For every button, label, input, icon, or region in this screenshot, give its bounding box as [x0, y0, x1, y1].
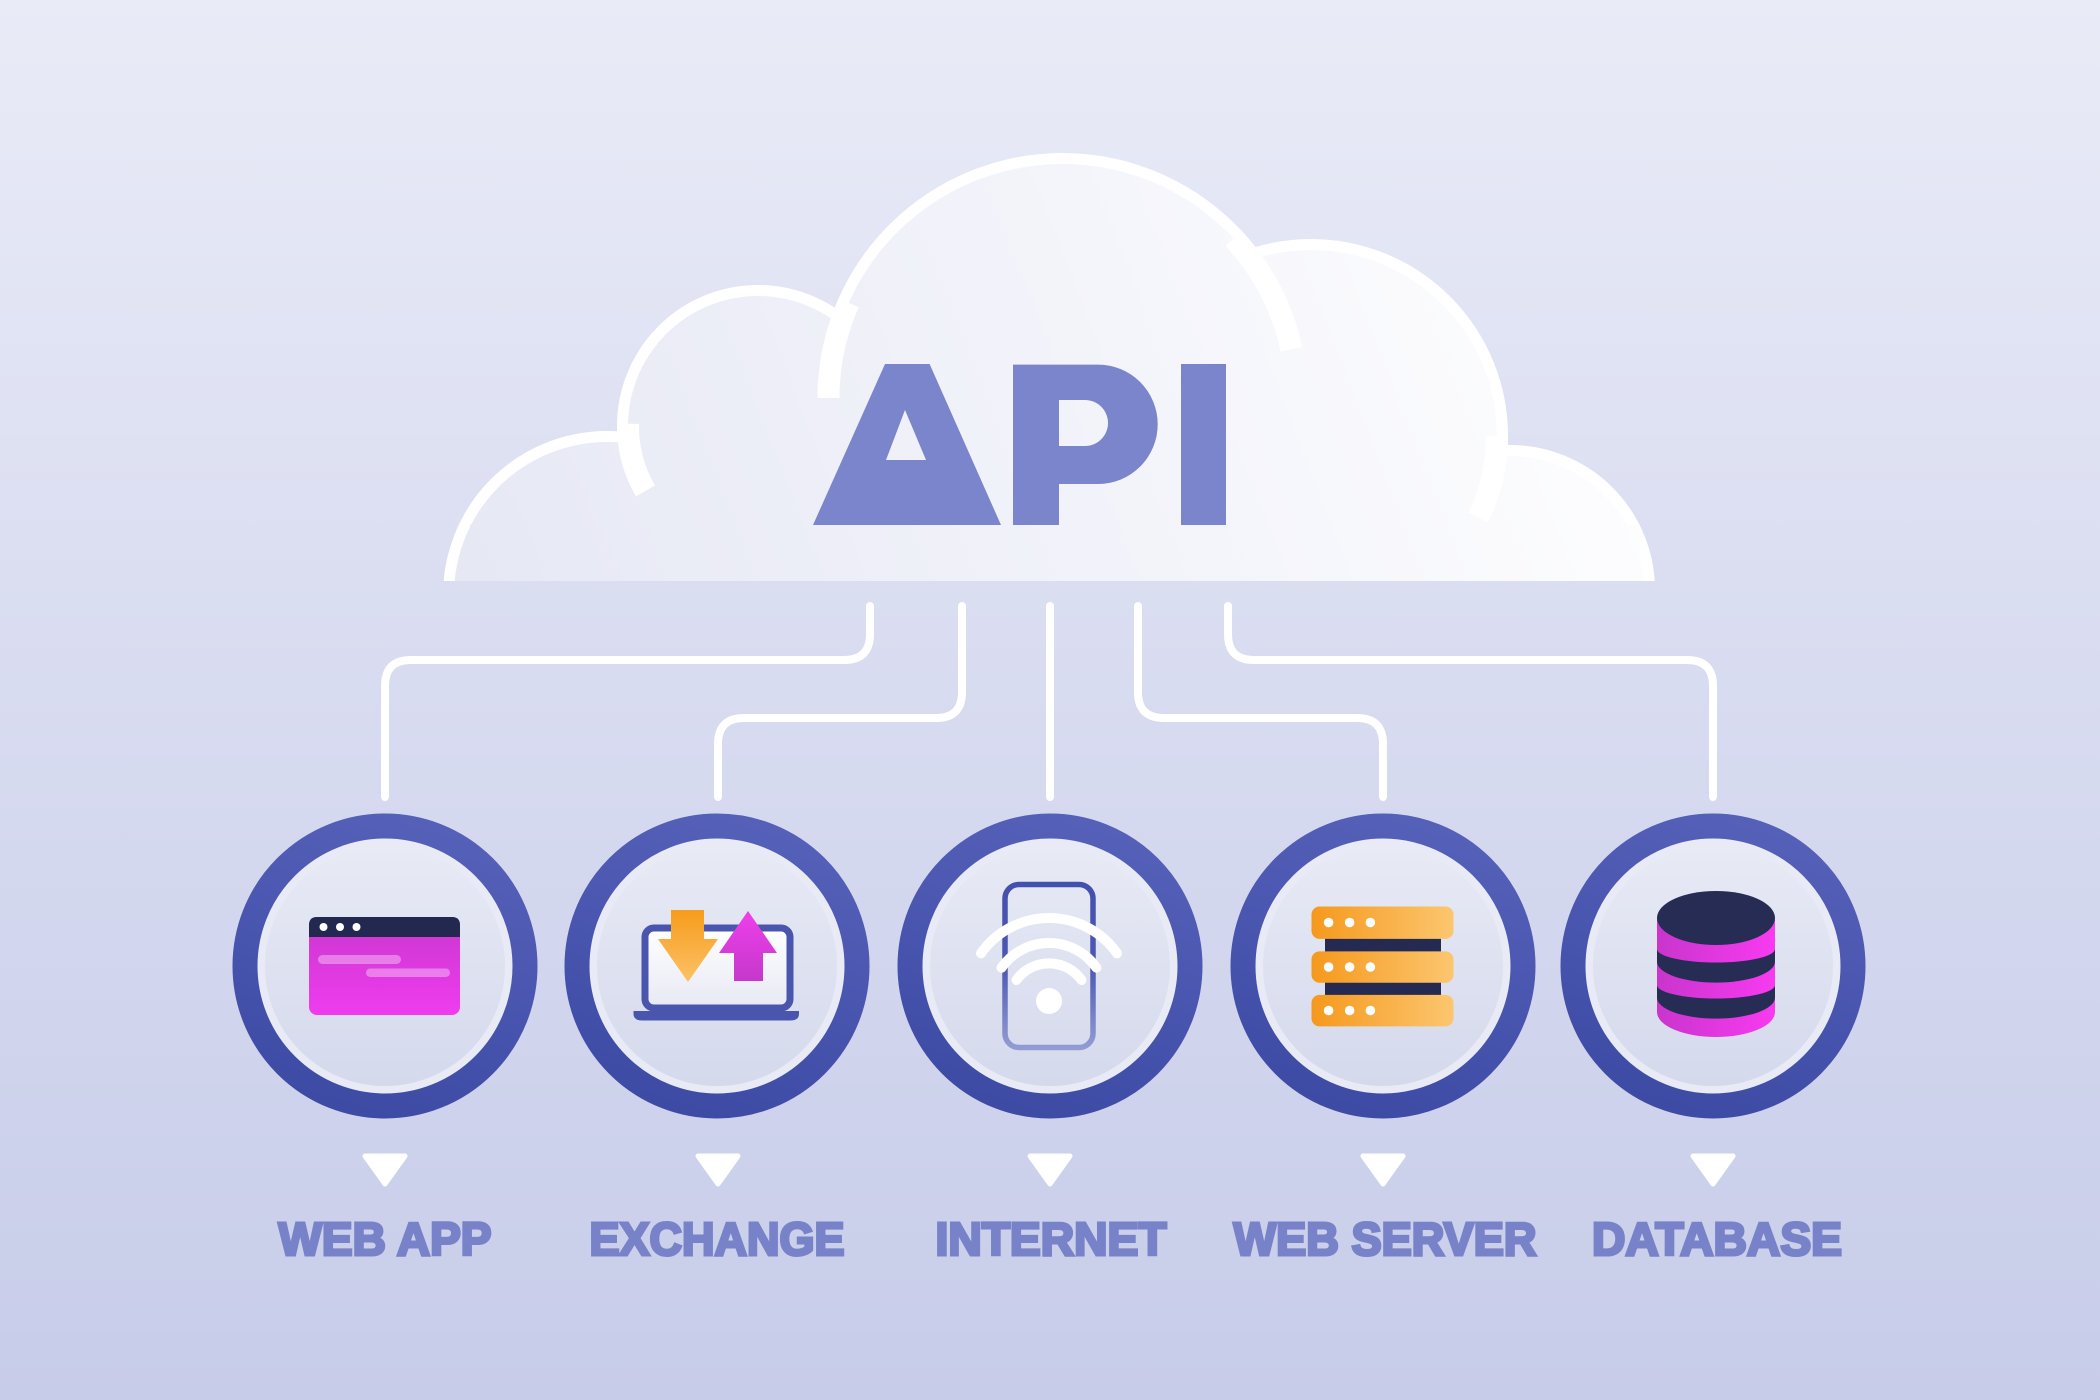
- svg-text:INTERNET: INTERNET: [936, 1213, 1167, 1265]
- svg-text:WEB SERVER: WEB SERVER: [1234, 1213, 1537, 1265]
- svg-text:WEB APP: WEB APP: [279, 1213, 492, 1265]
- svg-text:EXCHANGE: EXCHANGE: [590, 1213, 845, 1265]
- svg-text:DATABASE: DATABASE: [1592, 1213, 1842, 1265]
